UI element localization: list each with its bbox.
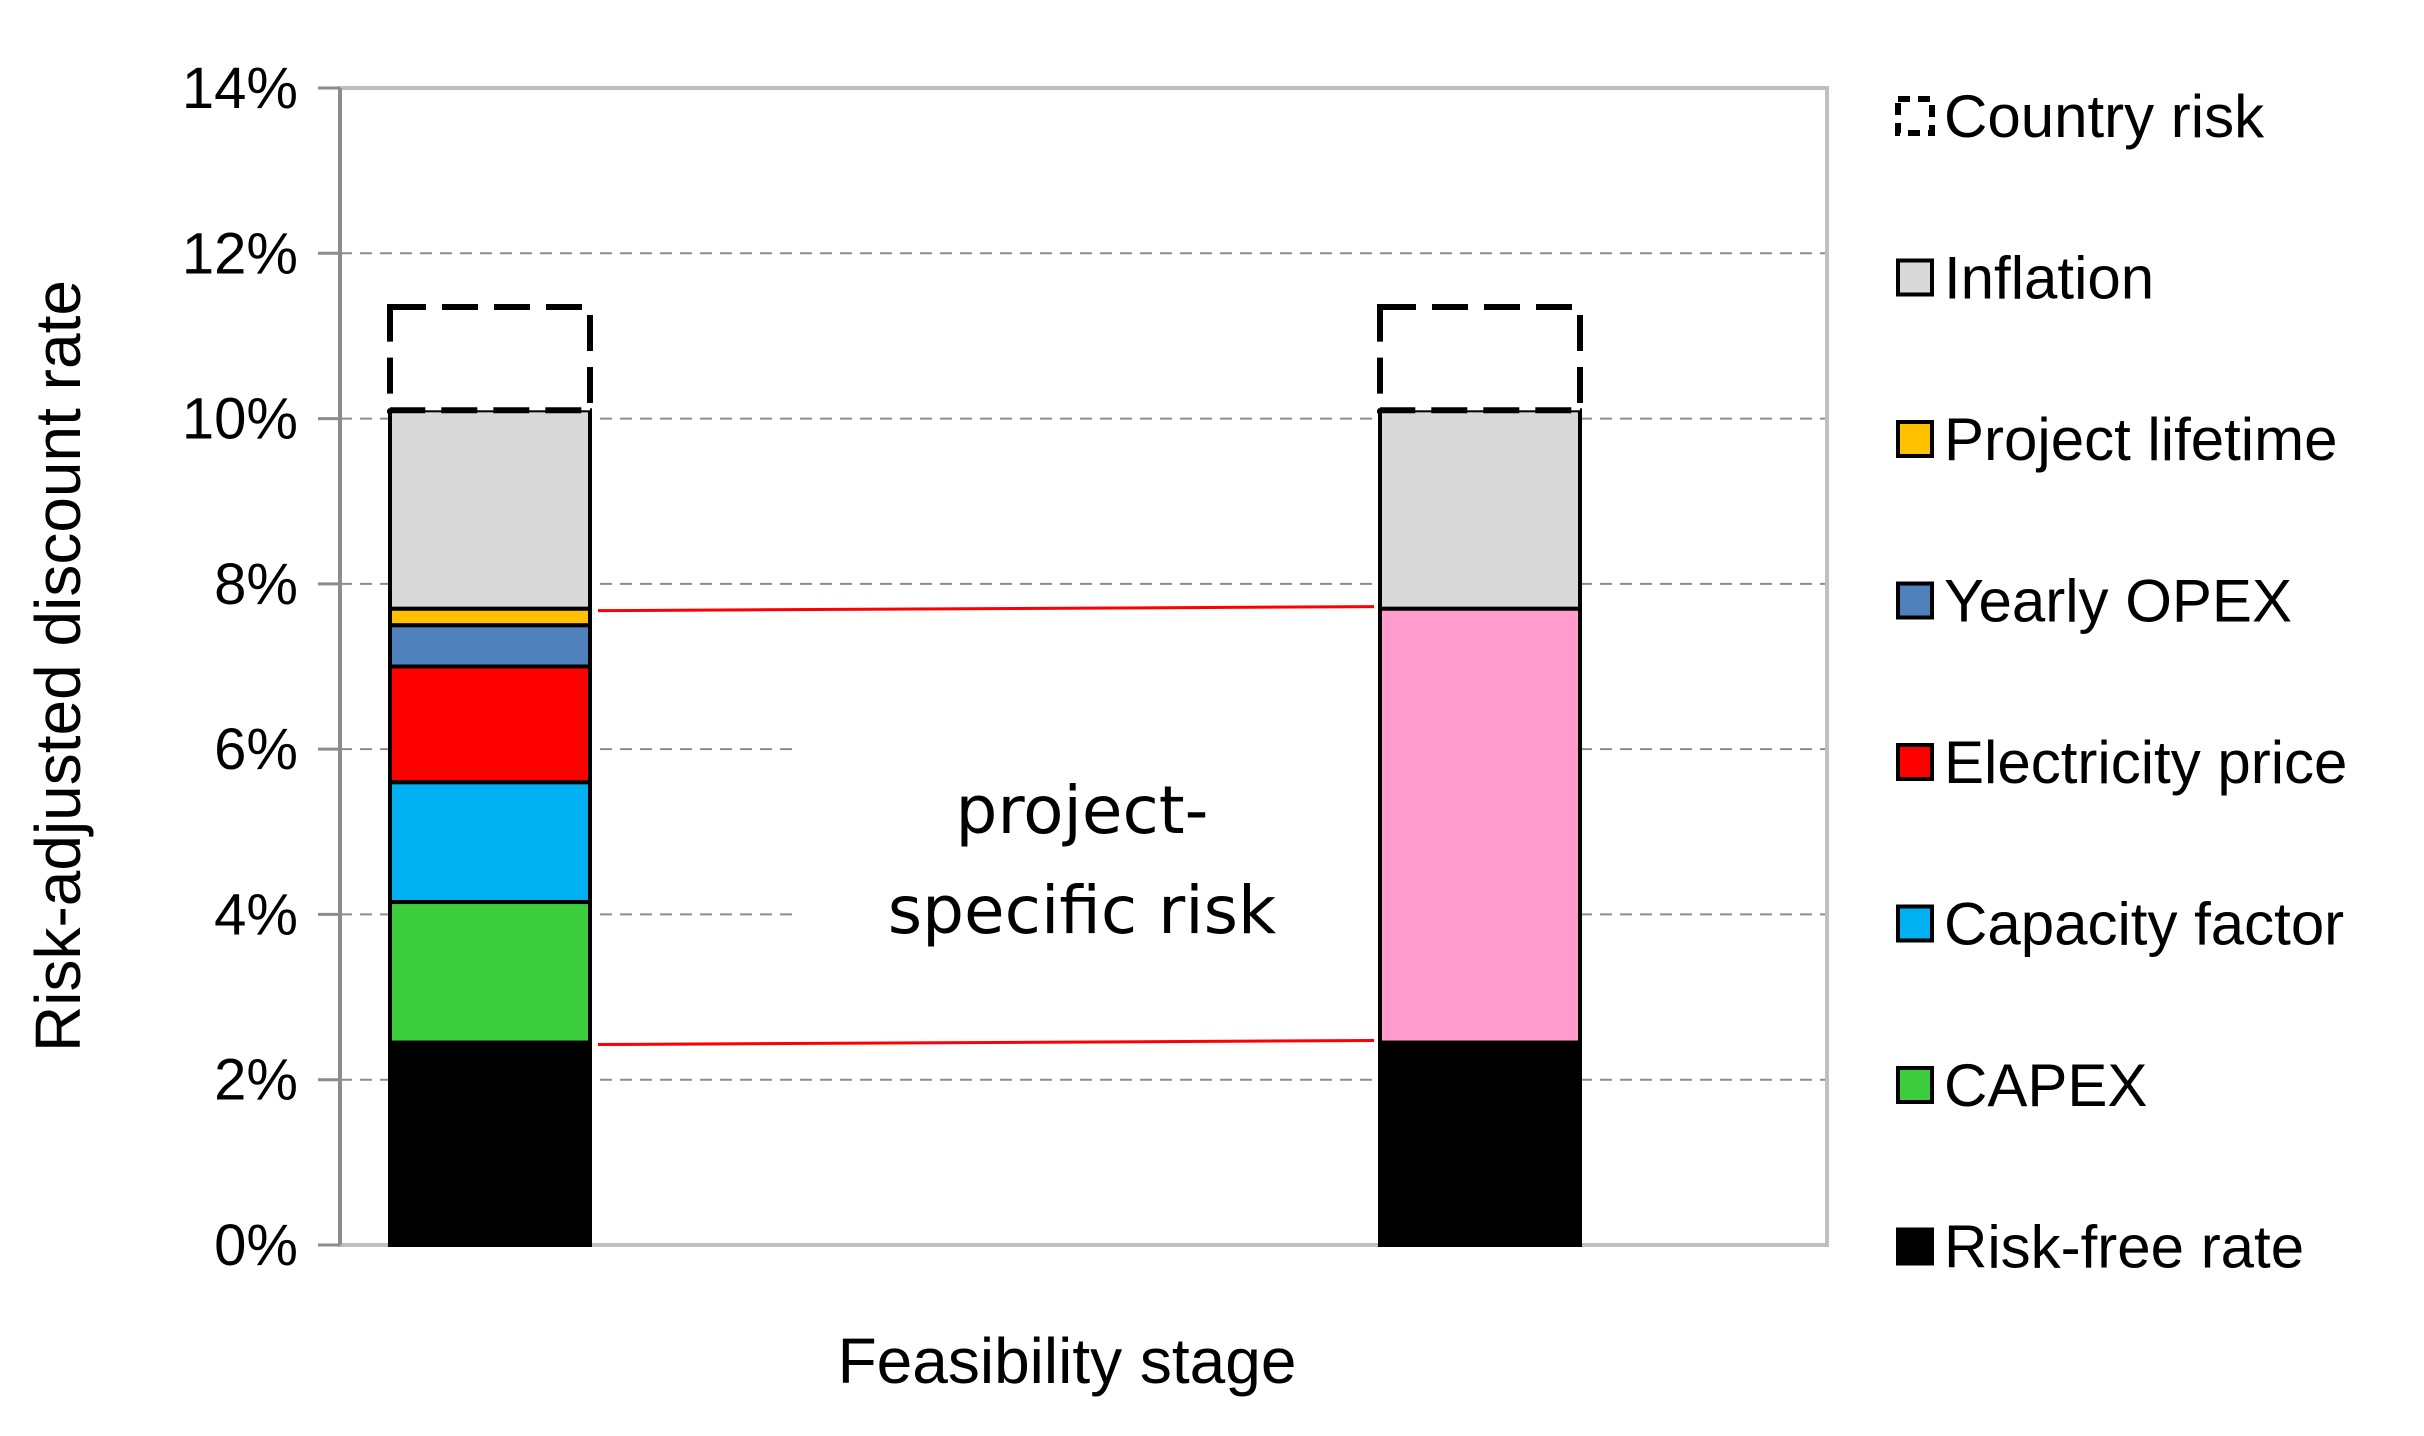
- legend-swatch-project-lifetime: [1896, 420, 1934, 458]
- legend-label: Country risk: [1944, 83, 2265, 150]
- bar-segment-yearly-opex: [388, 623, 592, 669]
- legend-swatch-capex: [1896, 1066, 1934, 1104]
- legend-label: Risk-free rate: [1944, 1214, 2304, 1281]
- legend-label: Electricity price: [1944, 729, 2347, 796]
- bar-segment-capacity-factor: [388, 780, 592, 905]
- y-axis-title: Risk-adjusted discount rate: [22, 280, 94, 1052]
- bar-segment-project-specific-risk: [1378, 606, 1582, 1045]
- risk-connectors: [597, 605, 1375, 1047]
- y-tick-label: 2%: [214, 1048, 298, 1113]
- bar-segment-electricity-price: [388, 664, 592, 785]
- legend-label: Capacity factor: [1944, 891, 2344, 958]
- y-tick-label: 12%: [182, 221, 298, 286]
- grid-lines: [340, 252, 1827, 1081]
- legend-swatch-capacity-factor: [1896, 904, 1934, 943]
- bar-segment-inflation: [1378, 408, 1582, 611]
- bar-segment-risk-free-rate: [1378, 1040, 1582, 1248]
- legend-label: Inflation: [1944, 245, 2154, 312]
- annotation-line: specific risk: [888, 872, 1277, 949]
- bar-segment-inflation: [388, 408, 592, 611]
- legend-swatch-electricity-price: [1896, 743, 1934, 781]
- stacked-bars: [387, 304, 1583, 1248]
- legend-swatch-risk-free-rate: [1896, 1227, 1934, 1266]
- y-tick-label: 6%: [214, 717, 298, 782]
- legend-swatch-yearly-opex: [1896, 581, 1934, 620]
- bar-segment-risk-free-rate: [388, 1040, 592, 1248]
- legend-label: Project lifetime: [1944, 406, 2337, 473]
- y-tick-label: 0%: [214, 1213, 298, 1278]
- bar-segment-capex: [388, 900, 592, 1045]
- connector-line: [597, 1039, 1375, 1047]
- y-tick-label: 10%: [182, 387, 298, 452]
- legend-swatch-inflation: [1896, 258, 1934, 297]
- bar-segment-project-lifetime: [388, 606, 592, 628]
- legend-label: Yearly OPEX: [1944, 568, 2292, 635]
- legend-label: CAPEX: [1944, 1052, 2147, 1119]
- connector-line: [597, 605, 1375, 613]
- bar-segment-country-risk: [387, 304, 593, 414]
- y-tick-label: 4%: [214, 882, 298, 947]
- y-tick-label: 14%: [182, 56, 298, 121]
- legend-swatch-country-risk: [1895, 96, 1935, 136]
- annotation-background: [800, 700, 1375, 1000]
- project-specific-risk-annotation: project-specific risk: [888, 772, 1277, 949]
- x-axis-title: Feasibility stage: [838, 1325, 1297, 1397]
- y-axis: 0% 2% 4% 6% 8% 10% 12% 14%: [182, 56, 342, 1278]
- annotation-line: project-: [956, 772, 1209, 849]
- y-tick-label: 8%: [214, 552, 298, 617]
- bar-segment-country-risk: [1377, 304, 1583, 414]
